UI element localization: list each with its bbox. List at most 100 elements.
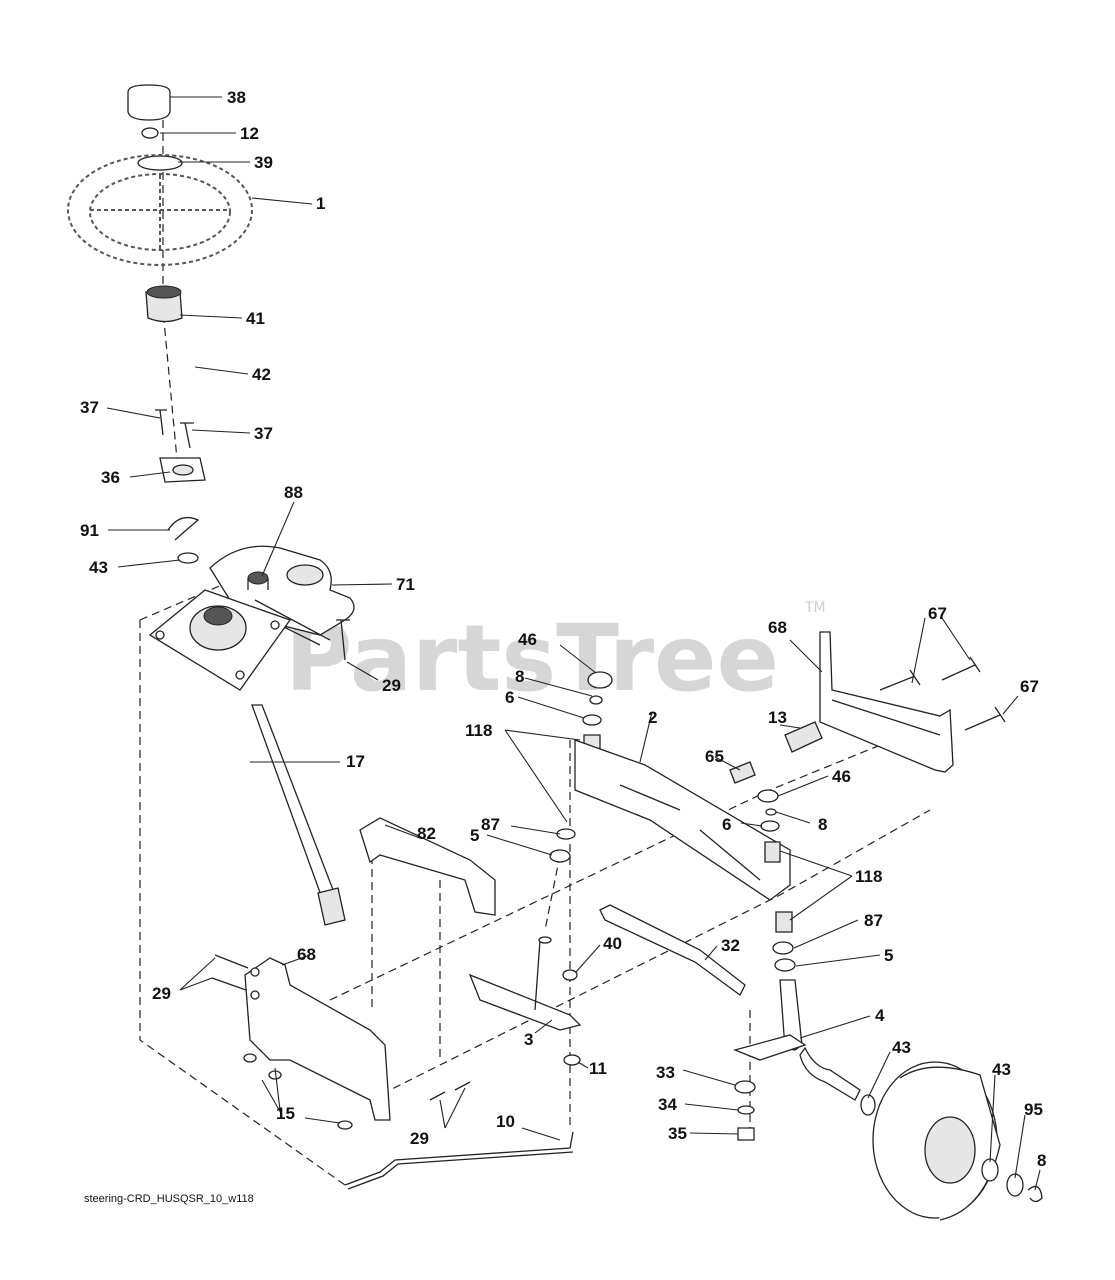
callout-88: 88 — [284, 483, 303, 502]
callout-46b: 46 — [832, 767, 851, 786]
drag-link — [599, 904, 746, 996]
callout-8a: 8 — [515, 667, 524, 686]
leader-lines — [106, 96, 1041, 1191]
spacer-washer-left — [582, 714, 602, 726]
callout-33: 33 — [656, 1063, 675, 1082]
callout-118b: 118 — [855, 867, 882, 886]
frame-bolt-b — [454, 1081, 471, 1091]
spindle-washer-inner — [860, 1094, 876, 1116]
callout-38: 38 — [227, 88, 246, 107]
washer-left-5 — [549, 849, 571, 863]
callout-82: 82 — [417, 824, 436, 843]
callout-1: 1 — [316, 194, 325, 213]
front-axle — [574, 739, 791, 901]
right-spindle — [732, 979, 861, 1101]
trademark-mark: TM — [804, 600, 826, 616]
callout-43b: 43 — [892, 1038, 911, 1057]
retainer-ring-left — [589, 695, 603, 705]
callout-6a: 6 — [505, 688, 514, 707]
callout-15: 15 — [276, 1104, 295, 1123]
callout-37b: 37 — [254, 424, 273, 443]
callout-67a: 67 — [928, 604, 947, 623]
bracket-bolt-15a — [243, 1053, 257, 1063]
callout-6b: 6 — [722, 815, 731, 834]
frame-alignment-line-lower — [369, 809, 931, 1101]
callout-13: 13 — [768, 708, 787, 727]
callout-87a: 87 — [481, 815, 500, 834]
front-wheel — [872, 1061, 1001, 1221]
steering-wheel — [67, 154, 253, 266]
callout-3: 3 — [524, 1030, 533, 1049]
steering-base-plate — [148, 589, 292, 691]
axle-bolt-upper-left — [879, 669, 921, 691]
axle-pivot-tube — [784, 721, 823, 753]
parts-tree-watermark: PartsTree — [285, 605, 779, 712]
spindle-cap-right — [757, 789, 779, 803]
callout-8b: 8 — [818, 815, 827, 834]
callout-34: 34 — [658, 1095, 677, 1114]
callout-4: 4 — [875, 1006, 885, 1025]
axle-mount-bracket-right — [819, 631, 954, 773]
callout-68a: 68 — [768, 618, 787, 637]
tie-rod — [344, 1131, 574, 1186]
callout-35: 35 — [668, 1124, 687, 1143]
steering-hub-adapter — [145, 285, 183, 323]
wheel-washer-95 — [1006, 1173, 1024, 1197]
bracket-bolt-upper — [214, 954, 249, 969]
mount-bolt-left — [155, 409, 167, 436]
axle-mount-bracket-left — [244, 957, 391, 1121]
tie-rod-nut-35 — [737, 1127, 755, 1141]
callout-17: 17 — [346, 752, 365, 771]
callout-29b: 29 — [152, 984, 171, 1003]
callout-36: 36 — [101, 468, 120, 487]
wheel-washer-43 — [981, 1158, 999, 1182]
callout-5b: 5 — [884, 946, 893, 965]
steering-support-bracket — [359, 817, 496, 916]
callout-71: 71 — [396, 575, 415, 594]
tie-rod-washer-33 — [734, 1080, 756, 1094]
tie-rod-washer-34 — [737, 1105, 755, 1115]
callout-12: 12 — [240, 124, 259, 143]
axle-bolt-lower — [964, 706, 1006, 731]
column-bearing-plate — [159, 457, 206, 483]
mount-bolt-right — [180, 422, 194, 449]
spacer-washer-right — [760, 820, 780, 832]
pitman-nut — [562, 969, 578, 981]
steering-cap — [127, 84, 171, 121]
cap-nut — [141, 127, 159, 139]
callout-43c: 43 — [992, 1060, 1011, 1079]
callout-46a: 46 — [518, 630, 537, 649]
steering-washer — [137, 155, 183, 171]
callout-40: 40 — [603, 934, 622, 953]
retaining-clip — [167, 516, 200, 541]
sector-gear-housing — [209, 545, 355, 646]
callout-42: 42 — [252, 365, 271, 384]
callout-87b: 87 — [864, 911, 883, 930]
callout-5a: 5 — [470, 826, 479, 845]
callout-32: 32 — [721, 936, 740, 955]
callout-65: 65 — [705, 747, 724, 766]
callout-29c: 29 — [410, 1129, 429, 1148]
bracket-bolt-15c — [337, 1120, 353, 1130]
bracket-bolt-lower — [211, 977, 247, 991]
callout-43a: 43 — [89, 558, 108, 577]
sector-bolt — [336, 619, 350, 661]
callout-68b: 68 — [297, 945, 316, 964]
wheel-retainer-clip — [1027, 1185, 1043, 1203]
spindle-cap-left — [587, 671, 613, 689]
pivot-spacer — [729, 761, 756, 784]
callout-41: 41 — [246, 309, 265, 328]
callout-39: 39 — [254, 153, 273, 172]
callout-10: 10 — [496, 1112, 515, 1131]
callout-8c: 8 — [1037, 1151, 1046, 1170]
drag-link-nut — [563, 1054, 581, 1066]
column-washer — [177, 552, 199, 564]
frame-bolt-a — [429, 1091, 446, 1101]
callout-11: 11 — [589, 1059, 607, 1078]
bushing-right-upper — [764, 841, 781, 863]
callout-67b: 67 — [1020, 677, 1039, 696]
callout-labels: 38 12 39 1 41 42 37 37 36 88 91 71 43 29… — [80, 88, 1046, 1170]
callout-91: 91 — [80, 521, 99, 540]
callout-118a: 118 — [465, 721, 492, 740]
